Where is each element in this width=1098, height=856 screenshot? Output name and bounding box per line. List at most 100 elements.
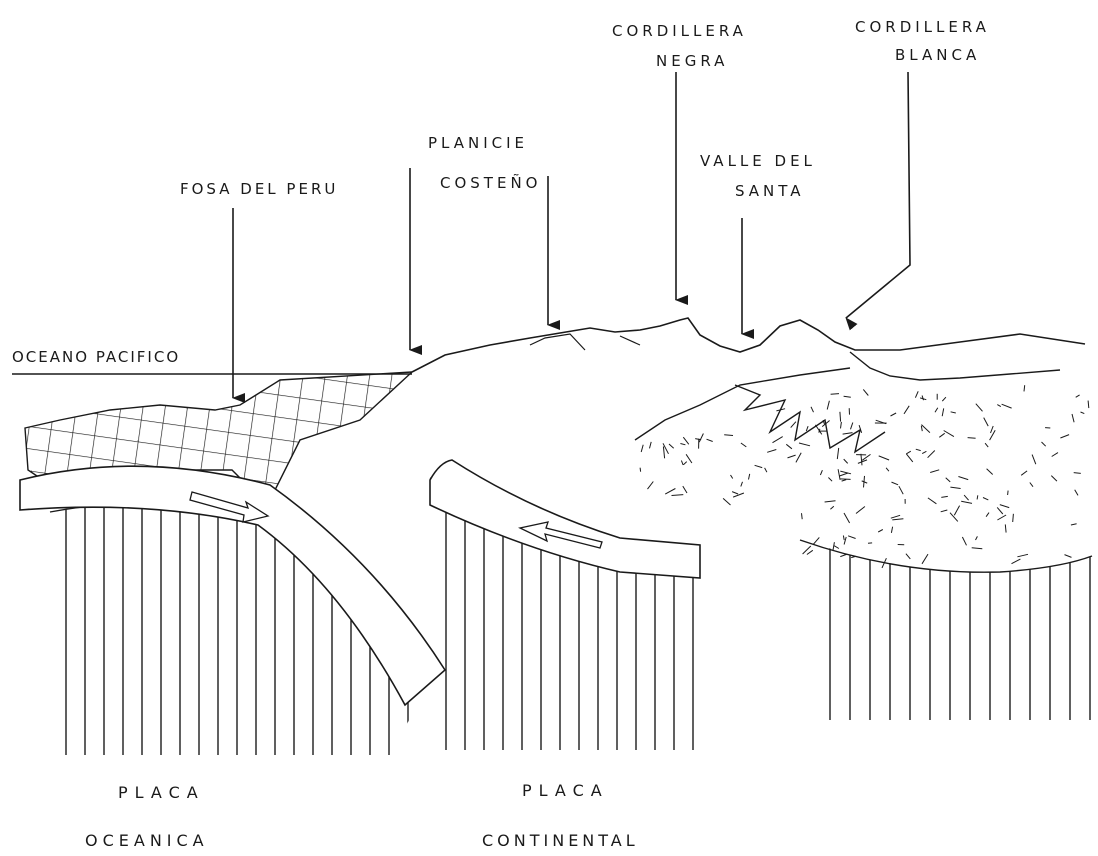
speckle-mark bbox=[950, 487, 960, 488]
label-planicie: PLANICIE bbox=[428, 134, 528, 152]
speckle-mark bbox=[791, 422, 796, 428]
arrow-cordillera-blanca bbox=[846, 72, 910, 318]
label-costeno: COSTEÑO bbox=[440, 174, 541, 192]
speckle-mark bbox=[976, 536, 978, 540]
batholith-speckle-texture bbox=[640, 385, 1089, 568]
speckle-mark bbox=[930, 470, 939, 473]
speckle-mark bbox=[843, 536, 844, 541]
speckle-mark bbox=[976, 404, 983, 412]
speckle-mark bbox=[906, 554, 910, 559]
speckle-mark bbox=[986, 513, 989, 517]
label-oceano-pacifico: OCEANO PACIFICO bbox=[12, 348, 180, 366]
speckle-mark bbox=[834, 546, 839, 549]
speckle-mark bbox=[767, 450, 776, 453]
speckle-mark bbox=[723, 498, 730, 505]
speckle-mark bbox=[699, 434, 703, 443]
coastal-ridge bbox=[530, 334, 640, 350]
speckle-mark bbox=[844, 513, 850, 523]
speckle-mark bbox=[1012, 559, 1021, 564]
speckle-mark bbox=[990, 430, 996, 440]
speckle-mark bbox=[906, 451, 911, 454]
speckle-mark bbox=[1005, 524, 1006, 532]
label-placa-oceanica-line2: OCEANICA bbox=[85, 832, 209, 850]
speckle-mark bbox=[765, 468, 767, 472]
speckle-mark bbox=[786, 444, 792, 449]
speckle-mark bbox=[1088, 401, 1089, 409]
speckle-mark bbox=[958, 477, 968, 480]
speckle-mark bbox=[1008, 491, 1009, 495]
speckle-mark bbox=[964, 495, 969, 500]
speckle-mark bbox=[1074, 473, 1081, 474]
speckle-mark bbox=[1081, 412, 1085, 414]
speckle-mark bbox=[683, 437, 689, 444]
speckle-mark bbox=[773, 437, 783, 443]
speckle-mark bbox=[686, 454, 692, 463]
speckle-mark bbox=[732, 492, 738, 494]
speckle-mark bbox=[997, 507, 1003, 514]
speckle-mark bbox=[928, 498, 937, 504]
speckle-mark bbox=[648, 482, 654, 490]
label-cordillera-negra-line2: NEGRA bbox=[656, 52, 728, 70]
speckle-mark bbox=[724, 435, 733, 436]
speckle-mark bbox=[1052, 453, 1058, 457]
speckle-mark bbox=[1032, 455, 1036, 465]
speckle-mark bbox=[922, 451, 926, 453]
speckle-mark bbox=[796, 453, 801, 463]
speckle-mark bbox=[891, 515, 900, 518]
speckle-mark bbox=[669, 444, 674, 448]
speckle-mark bbox=[838, 469, 840, 480]
speckle-mark bbox=[641, 445, 643, 452]
speckle-mark bbox=[802, 513, 803, 519]
speckle-mark bbox=[892, 519, 903, 520]
speckle-mark bbox=[935, 408, 938, 413]
speckle-mark bbox=[680, 444, 685, 445]
speckle-mark bbox=[950, 513, 958, 522]
speckle-mark bbox=[1076, 395, 1080, 397]
speckle-mark bbox=[807, 550, 813, 554]
label-cordillera-blanca-line1: CORDILLERA bbox=[855, 18, 990, 36]
speckle-mark bbox=[863, 389, 868, 395]
speckle-mark bbox=[939, 433, 944, 437]
speckle-mark bbox=[892, 482, 899, 485]
speckle-mark bbox=[878, 530, 883, 533]
speckle-mark bbox=[961, 501, 972, 503]
speckle-mark bbox=[1021, 471, 1027, 475]
speckle-mark bbox=[891, 527, 892, 533]
speckle-mark bbox=[788, 455, 796, 458]
label-placa-oceanica-line1: PLACA bbox=[118, 784, 205, 802]
speckle-mark bbox=[942, 397, 946, 401]
label-valle-del-santa-line2: SANTA bbox=[735, 182, 805, 200]
speckle-mark bbox=[806, 426, 808, 431]
speckle-mark bbox=[1042, 442, 1046, 446]
speckle-mark bbox=[1013, 514, 1014, 522]
speckle-mark bbox=[861, 454, 862, 466]
speckle-mark bbox=[968, 438, 976, 439]
speckle-mark bbox=[741, 443, 746, 447]
speckle-mark bbox=[1000, 505, 1009, 508]
speckle-mark bbox=[915, 391, 918, 397]
speckle-mark bbox=[665, 489, 675, 495]
speckle-mark bbox=[844, 396, 851, 397]
speckle-mark bbox=[1024, 385, 1025, 391]
valley-lower-contact bbox=[850, 352, 1060, 380]
speckle-mark bbox=[983, 498, 988, 500]
speckle-mark bbox=[844, 459, 848, 463]
speckle-mark bbox=[942, 408, 944, 416]
speckle-mark bbox=[951, 412, 956, 413]
label-valle-del-santa-line1: VALLE DEL bbox=[700, 152, 816, 170]
speckle-mark bbox=[985, 443, 988, 447]
speckle-mark bbox=[741, 482, 743, 487]
label-placa-continental-line1: PLACA bbox=[522, 782, 609, 800]
speckle-mark bbox=[921, 426, 922, 431]
speckle-mark bbox=[640, 468, 641, 472]
speckle-mark bbox=[672, 495, 684, 496]
batholith-sawtooth bbox=[735, 385, 885, 452]
speckle-mark bbox=[977, 495, 978, 499]
speckle-mark bbox=[842, 480, 847, 482]
speckle-mark bbox=[1065, 555, 1072, 558]
speckle-mark bbox=[941, 496, 948, 497]
speckle-mark bbox=[922, 554, 928, 564]
speckle-mark bbox=[886, 468, 889, 471]
speckle-mark bbox=[997, 405, 1001, 407]
